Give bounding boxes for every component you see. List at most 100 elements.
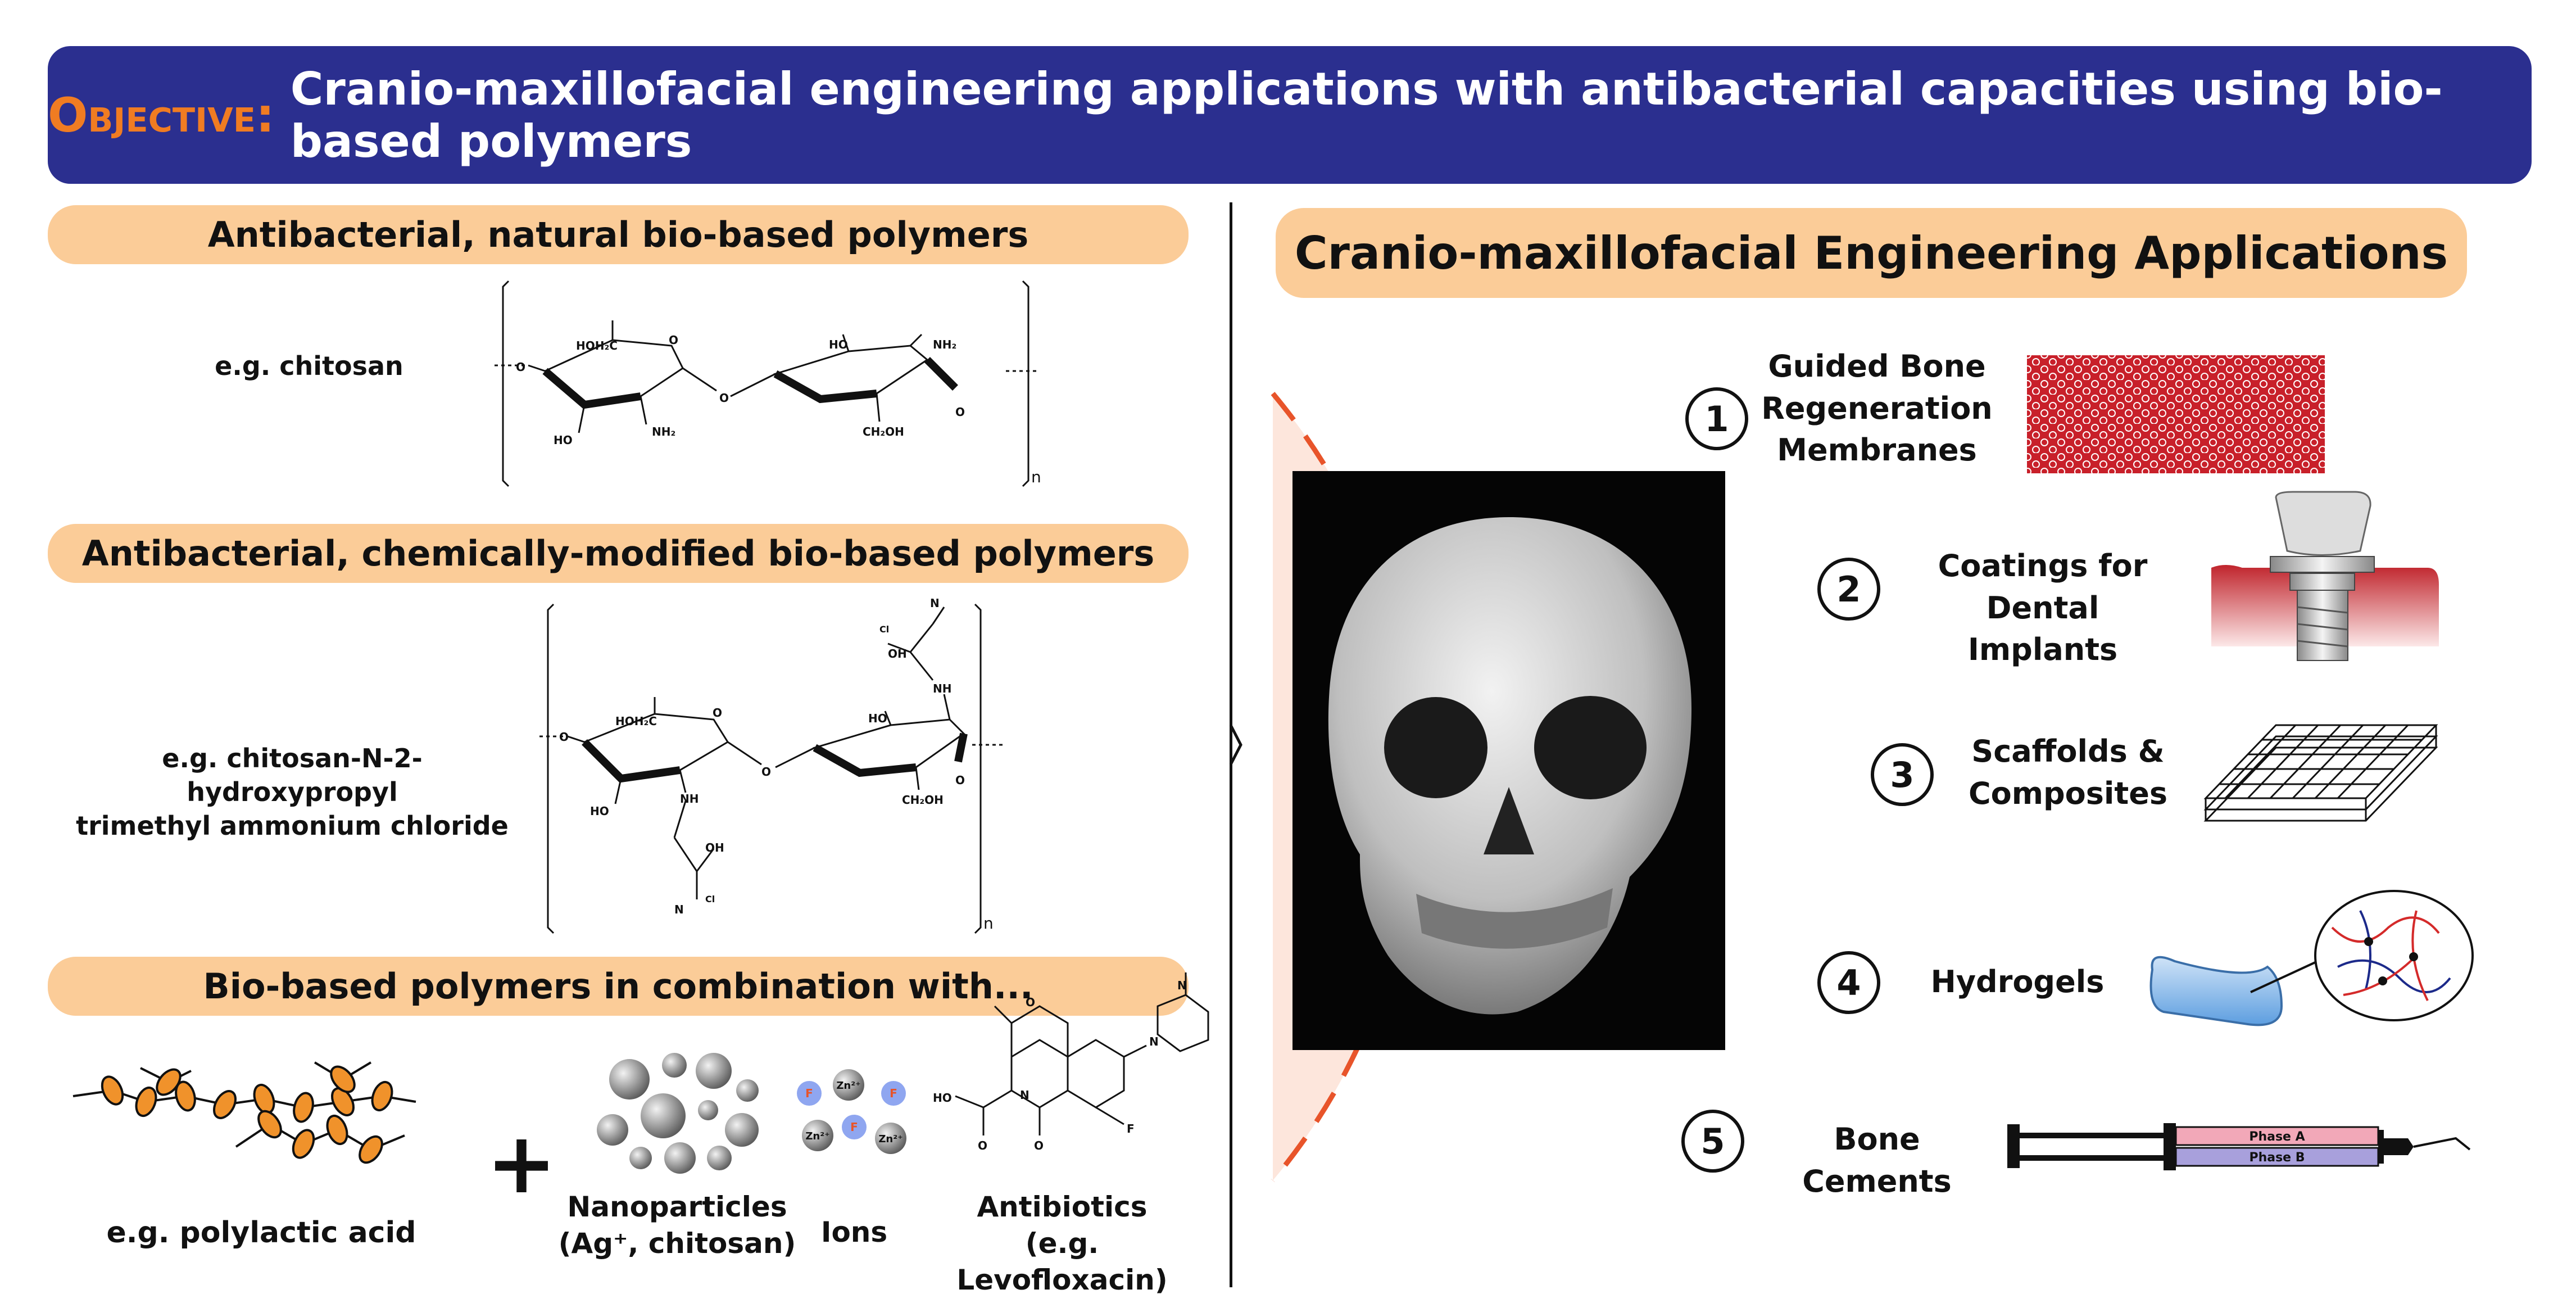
svg-text:N: N bbox=[1177, 979, 1187, 992]
svg-text:Zn²⁺: Zn²⁺ bbox=[836, 1080, 860, 1092]
svg-text:n: n bbox=[1031, 468, 1041, 486]
svg-text:OH: OH bbox=[888, 647, 907, 660]
svg-text:HOH₂C: HOH₂C bbox=[615, 714, 657, 728]
app-label-4: Hydrogels bbox=[1930, 964, 2105, 999]
app-number-5: 5 bbox=[1681, 1110, 1744, 1173]
objective-label: Objective: bbox=[48, 87, 275, 143]
app-label-2-line2: Dental Implants bbox=[1967, 590, 2118, 668]
svg-text:HOH₂C: HOH₂C bbox=[576, 339, 618, 352]
antibiotics-label-line1: Antibiotics bbox=[977, 1191, 1148, 1223]
svg-text:O: O bbox=[955, 773, 965, 787]
svg-text:4: 4 bbox=[1836, 962, 1861, 1003]
svg-text:NH₂: NH₂ bbox=[652, 425, 675, 438]
svg-text:N: N bbox=[674, 903, 684, 916]
nanoparticles-icon bbox=[597, 1053, 759, 1174]
app-label-1-line2: Regeneration bbox=[1761, 390, 1993, 426]
ions-label: Ions bbox=[820, 1216, 888, 1248]
svg-text:CH₂OH: CH₂OH bbox=[863, 425, 904, 438]
svg-text:F: F bbox=[850, 1120, 858, 1134]
app-label-1: Guided Bone Regeneration Membranes bbox=[1759, 346, 1995, 472]
pla-chain-icon bbox=[72, 1061, 416, 1164]
svg-text:O: O bbox=[516, 360, 525, 374]
svg-text:NH₂: NH₂ bbox=[933, 338, 956, 351]
antibiotics-label-line2: (e.g. Levofloxacin) bbox=[956, 1227, 1168, 1296]
app-label-3-line2: Composites bbox=[1969, 775, 2167, 811]
membrane-icon bbox=[2027, 355, 2325, 473]
app-label-2-line1: Coatings for bbox=[1938, 548, 2148, 583]
svg-text:HO: HO bbox=[829, 338, 848, 351]
svg-text:NH: NH bbox=[933, 682, 951, 695]
svg-text:NH: NH bbox=[680, 792, 699, 806]
svg-text:O: O bbox=[713, 706, 722, 720]
svg-text:Zn²⁺: Zn²⁺ bbox=[878, 1133, 902, 1145]
svg-text:HO: HO bbox=[868, 712, 887, 725]
svg-text:O: O bbox=[559, 730, 569, 744]
svg-text:CH₂OH: CH₂OH bbox=[902, 793, 944, 807]
chitosan-structure: HOH₂C O HO NH₂ O HO NH₂ CH₂OH O O n bbox=[495, 280, 1041, 487]
svg-text:O: O bbox=[1034, 1139, 1044, 1152]
modified-label-line1: e.g. chitosan-N-2-hydroxypropyl bbox=[162, 743, 423, 807]
svg-text:2: 2 bbox=[1836, 569, 1861, 610]
phase-b-label: Phase B bbox=[2249, 1151, 2305, 1165]
pla-label: e.g. polylactic acid bbox=[106, 1216, 416, 1250]
svg-text:O: O bbox=[978, 1139, 987, 1152]
nanoparticles-label: Nanoparticles (Ag⁺, chitosan) bbox=[556, 1189, 798, 1262]
section-title-natural: Antibacterial, natural bio-based polymer… bbox=[48, 205, 1189, 264]
app-number-3: 3 bbox=[1871, 743, 1934, 806]
app-number-2: 2 bbox=[1817, 558, 1880, 621]
svg-text:O: O bbox=[1026, 996, 1035, 1009]
app-label-1-line1: Guided Bone bbox=[1768, 349, 1986, 384]
svg-text:HO: HO bbox=[590, 804, 609, 818]
nano-label-line2: (Ag⁺, chitosan) bbox=[558, 1227, 796, 1260]
objective-text: Cranio-maxillofacial engineering applica… bbox=[290, 62, 2443, 168]
dental-implant-icon bbox=[2211, 491, 2439, 661]
svg-text:Zn²⁺: Zn²⁺ bbox=[805, 1130, 829, 1142]
antibiotics-label: Antibiotics (e.g. Levofloxacin) bbox=[916, 1189, 1208, 1299]
chitosan-label: e.g. chitosan bbox=[215, 351, 403, 381]
section-title-modified: Antibacterial, chemically-modified bio-b… bbox=[48, 524, 1189, 583]
svg-text:5: 5 bbox=[1700, 1121, 1725, 1162]
objective-banner: Objective: Cranio-maxillofacial engineer… bbox=[48, 46, 2532, 184]
modified-chitosan-label: e.g. chitosan-N-2-hydroxypropyl trimethy… bbox=[67, 742, 517, 843]
modified-chitosan-structure: HOH₂C O HO NH OH N Cl O HO NH OH N Cl CH… bbox=[539, 596, 1006, 934]
svg-text:F: F bbox=[1127, 1122, 1135, 1135]
app-number-4: 4 bbox=[1817, 951, 1880, 1014]
app-label-3-line1: Scaffolds & bbox=[1971, 734, 2165, 769]
syringe-icon: Phase A Phase B bbox=[2007, 1123, 2471, 1170]
svg-text:1: 1 bbox=[1704, 399, 1729, 440]
section-title-combination: Bio-based polymers in combination with..… bbox=[48, 957, 1189, 1016]
svg-text:N: N bbox=[1020, 1088, 1030, 1102]
svg-text:O: O bbox=[669, 333, 678, 347]
svg-text:O: O bbox=[761, 765, 771, 779]
svg-text:O: O bbox=[955, 405, 965, 419]
svg-text:HO: HO bbox=[554, 433, 573, 447]
center-divider bbox=[1230, 202, 1232, 1287]
svg-text:N: N bbox=[1149, 1035, 1159, 1048]
nano-label-line1: Nanoparticles bbox=[567, 1191, 787, 1223]
svg-text:Cl: Cl bbox=[705, 894, 715, 904]
svg-text:n: n bbox=[983, 914, 994, 933]
svg-text:Cl: Cl bbox=[879, 624, 889, 635]
ions-icon: F Zn²⁺ F Zn²⁺ F Zn²⁺ bbox=[797, 1069, 906, 1154]
hydrogel-icon bbox=[2149, 890, 2474, 1026]
svg-text:N: N bbox=[930, 596, 940, 610]
plus-sign: + bbox=[486, 1115, 557, 1213]
phase-a-label: Phase A bbox=[2249, 1130, 2305, 1144]
skull-image bbox=[1292, 471, 1725, 1050]
modified-label-line2: trimethyl ammonium chloride bbox=[76, 810, 509, 841]
levofloxacin-structure: O N N N F O HO O bbox=[933, 972, 1209, 1152]
svg-text:HO: HO bbox=[933, 1091, 952, 1105]
svg-text:F: F bbox=[805, 1087, 813, 1100]
app-label-1-line3: Membranes bbox=[1777, 432, 1977, 468]
svg-text:O: O bbox=[719, 391, 729, 405]
app-number-1: 1 bbox=[1685, 387, 1748, 450]
svg-text:F: F bbox=[890, 1087, 897, 1100]
divider-notch bbox=[1229, 724, 1242, 766]
app-label-3: Scaffolds & Composites bbox=[1956, 731, 2180, 815]
svg-text:OH: OH bbox=[705, 841, 724, 854]
app-label-2: Coatings for Dental Implants bbox=[1916, 545, 2169, 671]
scaffold-icon bbox=[2203, 724, 2438, 822]
applications-title: Cranio-maxillofacial Engineering Applica… bbox=[1276, 208, 2467, 298]
svg-text:3: 3 bbox=[1890, 754, 1914, 795]
